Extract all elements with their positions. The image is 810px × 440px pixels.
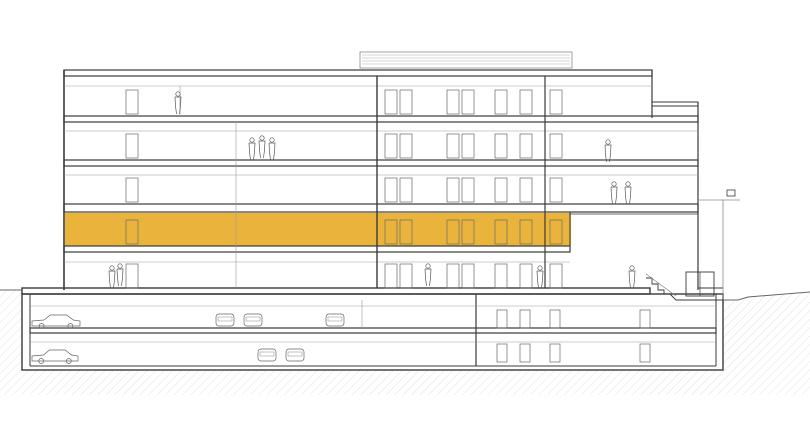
staircase-icon: [645, 271, 723, 301]
person-figure-icon: [624, 181, 632, 205]
door-icon: [125, 177, 139, 203]
door-icon: [639, 343, 651, 363]
door-icon: [549, 219, 563, 245]
door-icon: [446, 219, 460, 245]
door-icon: [549, 177, 563, 203]
door-icon: [461, 219, 475, 245]
building-shell: [21, 69, 740, 371]
door-icon: [384, 219, 398, 245]
ground-hatching: [0, 289, 810, 395]
door-icon: [519, 343, 531, 363]
door-icon: [446, 133, 460, 159]
door-icon: [399, 89, 413, 115]
person-figure-icon: [116, 263, 124, 287]
door-icon: [494, 177, 508, 203]
door-icon: [549, 133, 563, 159]
door-icon: [549, 309, 561, 329]
door-icon: [384, 89, 398, 115]
door-icon: [494, 263, 508, 289]
person-figure-icon: [174, 91, 182, 115]
door-icon: [399, 177, 413, 203]
door-icon: [496, 309, 508, 329]
cars-group: [31, 313, 345, 364]
car-icon: [31, 349, 79, 364]
door-icon: [461, 89, 475, 115]
person-figure-icon: [258, 135, 266, 159]
door-icon: [519, 89, 533, 115]
car-icon: [243, 313, 263, 327]
door-icon: [519, 133, 533, 159]
door-icon: [125, 89, 139, 115]
door-icon: [519, 219, 533, 245]
door-icon: [639, 309, 651, 329]
person-figure-icon: [610, 181, 618, 205]
person-figure-icon: [268, 137, 276, 161]
roof-unit-icon: [359, 51, 573, 69]
door-icon: [446, 89, 460, 115]
door-icon: [399, 263, 413, 289]
door-icon: [494, 89, 508, 115]
person-figure-icon: [108, 265, 116, 289]
door-icon: [446, 263, 460, 289]
door-icon: [125, 263, 139, 289]
door-icon: [446, 177, 460, 203]
door-icon: [519, 309, 531, 329]
door-icon: [125, 219, 139, 245]
door-icon: [494, 219, 508, 245]
door-icon: [399, 133, 413, 159]
highlighted-floor-band: [65, 213, 571, 246]
door-icon: [519, 177, 533, 203]
door-icon: [399, 219, 413, 245]
door-icon: [384, 177, 398, 203]
door-icon: [519, 263, 533, 289]
door-icon: [384, 133, 398, 159]
door-icon: [125, 133, 139, 159]
door-icon: [461, 263, 475, 289]
car-icon: [31, 314, 81, 329]
doors-group: [125, 89, 651, 363]
door-icon: [461, 177, 475, 203]
person-figure-icon: [424, 263, 432, 287]
door-icon: [496, 343, 508, 363]
door-icon: [549, 343, 561, 363]
car-icon: [285, 348, 305, 362]
person-figure-icon: [604, 139, 612, 163]
door-icon: [461, 133, 475, 159]
people-group: [108, 91, 636, 289]
door-icon: [384, 263, 398, 289]
door-icon: [549, 263, 563, 289]
person-figure-icon: [628, 265, 636, 289]
person-figure-icon: [248, 137, 256, 161]
person-figure-icon: [536, 265, 544, 289]
door-icon: [494, 133, 508, 159]
car-icon: [325, 313, 345, 327]
car-icon: [215, 313, 235, 327]
door-icon: [549, 89, 563, 115]
car-icon: [257, 348, 277, 362]
